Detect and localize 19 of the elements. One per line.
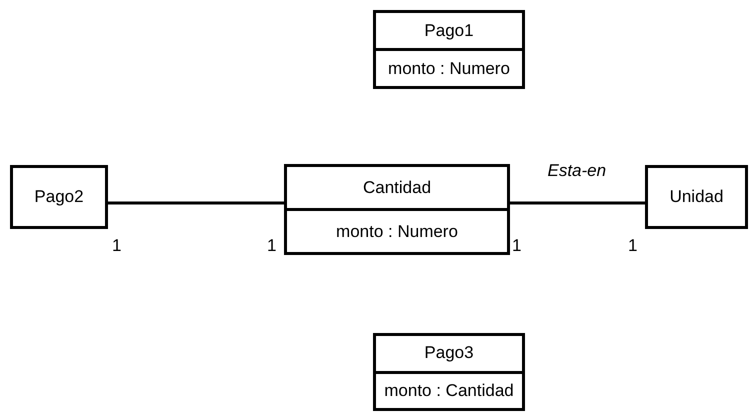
multiplicity-label: 1 (512, 236, 522, 256)
class-box (10, 165, 108, 229)
class-box (645, 165, 748, 229)
class-name: Pago1 (424, 20, 474, 40)
attribute-text: monto : Numero (336, 222, 458, 242)
class-name: Pago3 (424, 343, 474, 364)
attribute-text: monto : Numero (388, 58, 510, 78)
class-box (284, 164, 510, 255)
class-name: Unidad (670, 187, 724, 207)
class-name: Cantidad (362, 178, 432, 198)
attribute-text: monto : Cantidad (384, 380, 514, 401)
class-box (373, 10, 525, 89)
class-name: Pago2 (34, 187, 84, 207)
association-line (108, 202, 284, 204)
multiplicity-label: 1 (267, 236, 276, 256)
association-line (510, 202, 645, 204)
multiplicity-label: 1 (628, 236, 638, 256)
class-box (373, 333, 525, 411)
multiplicity-label: 1 (112, 236, 122, 256)
